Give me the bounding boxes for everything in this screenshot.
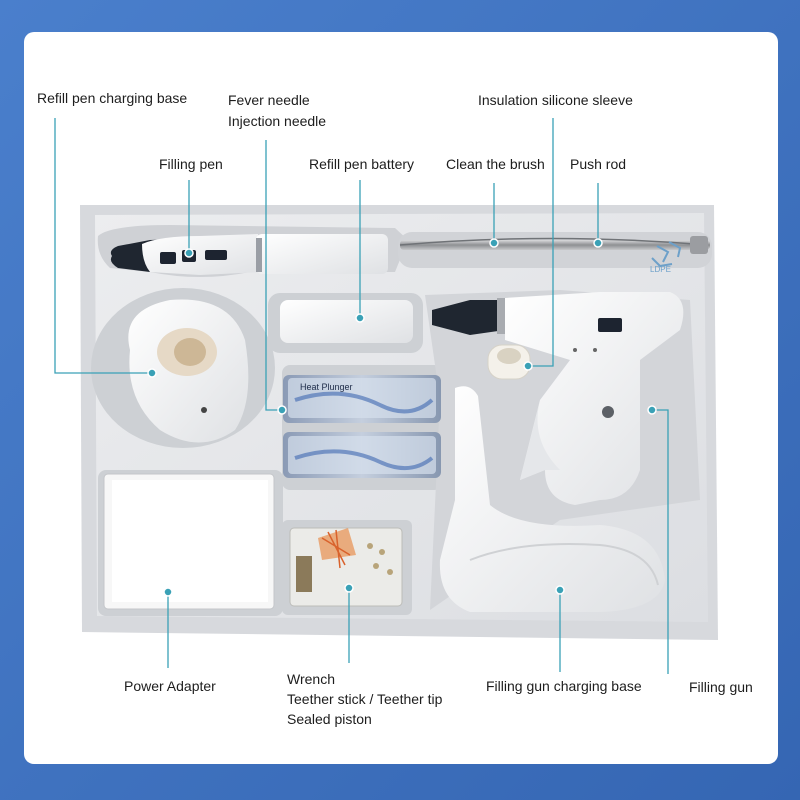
label-clean-the-brush: Clean the brush bbox=[446, 156, 545, 172]
heat-plunger-text: Heat Plunger bbox=[300, 382, 353, 392]
refill-pen-battery bbox=[280, 300, 413, 343]
filling-gun bbox=[432, 292, 684, 505]
label-push-rod: Push rod bbox=[570, 156, 627, 172]
label-insulation-silicone-sleeve: Insulation silicone sleeve bbox=[478, 92, 633, 108]
leader-lines bbox=[54, 118, 669, 674]
recycle-mark-text: LDPE bbox=[650, 265, 671, 274]
label-power-adapter: Power Adapter bbox=[124, 678, 216, 694]
filling-pen bbox=[110, 234, 388, 275]
refill-pen-charging-base bbox=[128, 299, 249, 443]
label-filling-gun-charging-base: Filling gun charging base bbox=[486, 678, 642, 694]
label-teether-stick: Teether stick / Teether tip bbox=[287, 691, 443, 707]
parts-box bbox=[289, 527, 403, 607]
power-adapter bbox=[103, 473, 275, 610]
recycle-icon: LDPE bbox=[650, 241, 682, 274]
label-fever-needle: Fever needle bbox=[228, 92, 310, 108]
silicone-sleeve bbox=[487, 344, 531, 380]
label-sealed-piston: Sealed piston bbox=[287, 711, 372, 727]
label-filling-gun: Filling gun bbox=[689, 679, 753, 695]
label-wrench: Wrench bbox=[287, 671, 335, 687]
label-refill-pen-battery: Refill pen battery bbox=[309, 156, 415, 172]
filling-gun-charging-base bbox=[439, 386, 665, 612]
label-injection-needle: Injection needle bbox=[228, 113, 327, 129]
label-filling-pen: Filling pen bbox=[159, 156, 223, 172]
push-rod bbox=[399, 236, 710, 254]
label-refill-pen-charging-base: Refill pen charging base bbox=[37, 90, 188, 106]
heat-plunger-cases: Heat Plunger bbox=[283, 375, 441, 478]
